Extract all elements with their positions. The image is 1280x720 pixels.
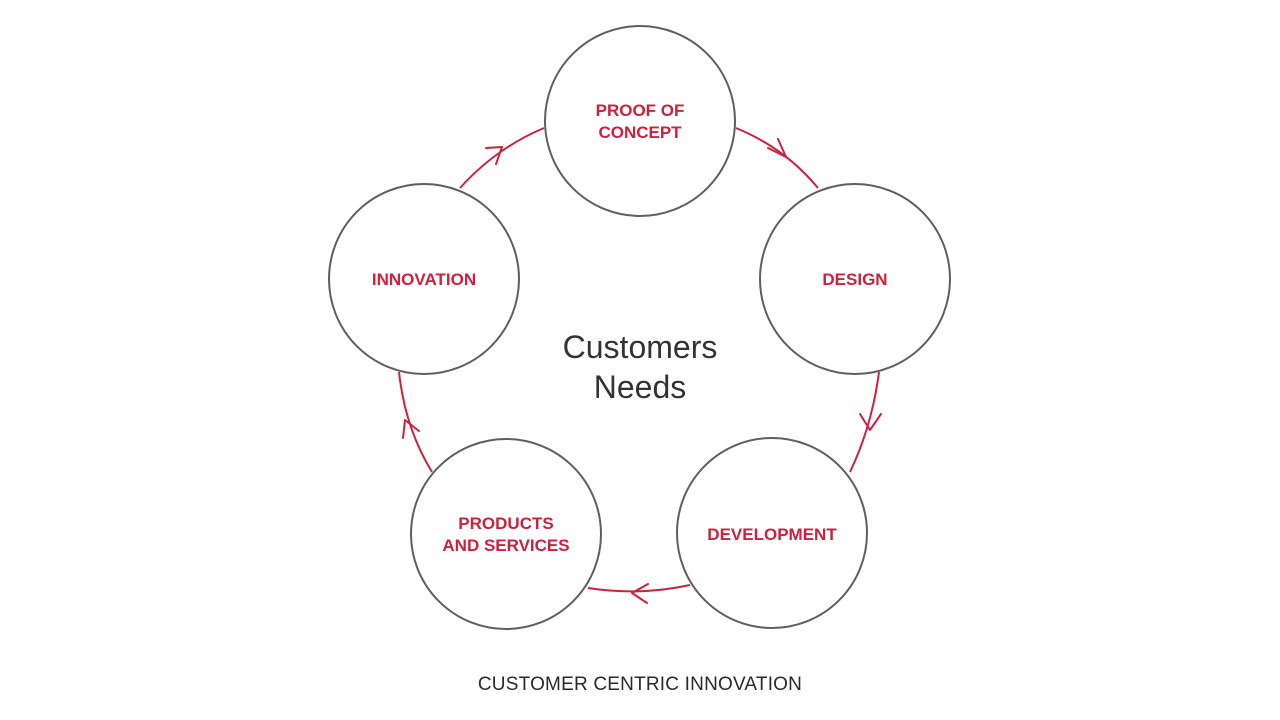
node-label: PRODUCTS	[458, 514, 553, 533]
node-label: AND SERVICES	[442, 536, 569, 555]
node-label: DESIGN	[822, 270, 887, 289]
arrow-head-icon	[485, 146, 503, 165]
node-circle	[410, 438, 602, 630]
node-label: PROOF OF	[596, 101, 685, 120]
node-label: CONCEPT	[598, 123, 682, 142]
node-label: DEVELOPMENT	[707, 525, 837, 544]
arc-development-to-products	[587, 584, 691, 593]
node-circle	[544, 25, 736, 217]
node-label: INNOVATION	[372, 270, 476, 289]
arrow-head-icon	[767, 138, 787, 158]
node-development: DEVELOPMENT	[676, 437, 868, 629]
arrow-head-icon	[402, 419, 420, 439]
node-circle	[328, 183, 520, 375]
arc-innovation-to-proof	[459, 127, 545, 189]
node-proof-of-concept: PROOF OF CONCEPT	[544, 25, 736, 217]
arrow-head-icon	[631, 583, 649, 604]
arrow-heads	[402, 138, 882, 604]
center-label: Customers Needs	[563, 329, 718, 405]
center-label-line-1: Customers	[563, 329, 718, 365]
arc-design-to-development	[849, 371, 880, 473]
diagram-caption: CUSTOMER CENTRIC INNOVATION	[477, 674, 803, 695]
node-circle	[759, 183, 951, 375]
node-circle	[676, 437, 868, 629]
node-design: DESIGN	[759, 183, 951, 375]
center-label-line-2: Needs	[594, 369, 687, 405]
arrow-head-icon	[859, 413, 882, 431]
node-innovation: INNOVATION	[328, 183, 520, 375]
arc-proof-to-design	[735, 127, 819, 189]
node-products-and-services: PRODUCTS AND SERVICES	[410, 438, 602, 630]
